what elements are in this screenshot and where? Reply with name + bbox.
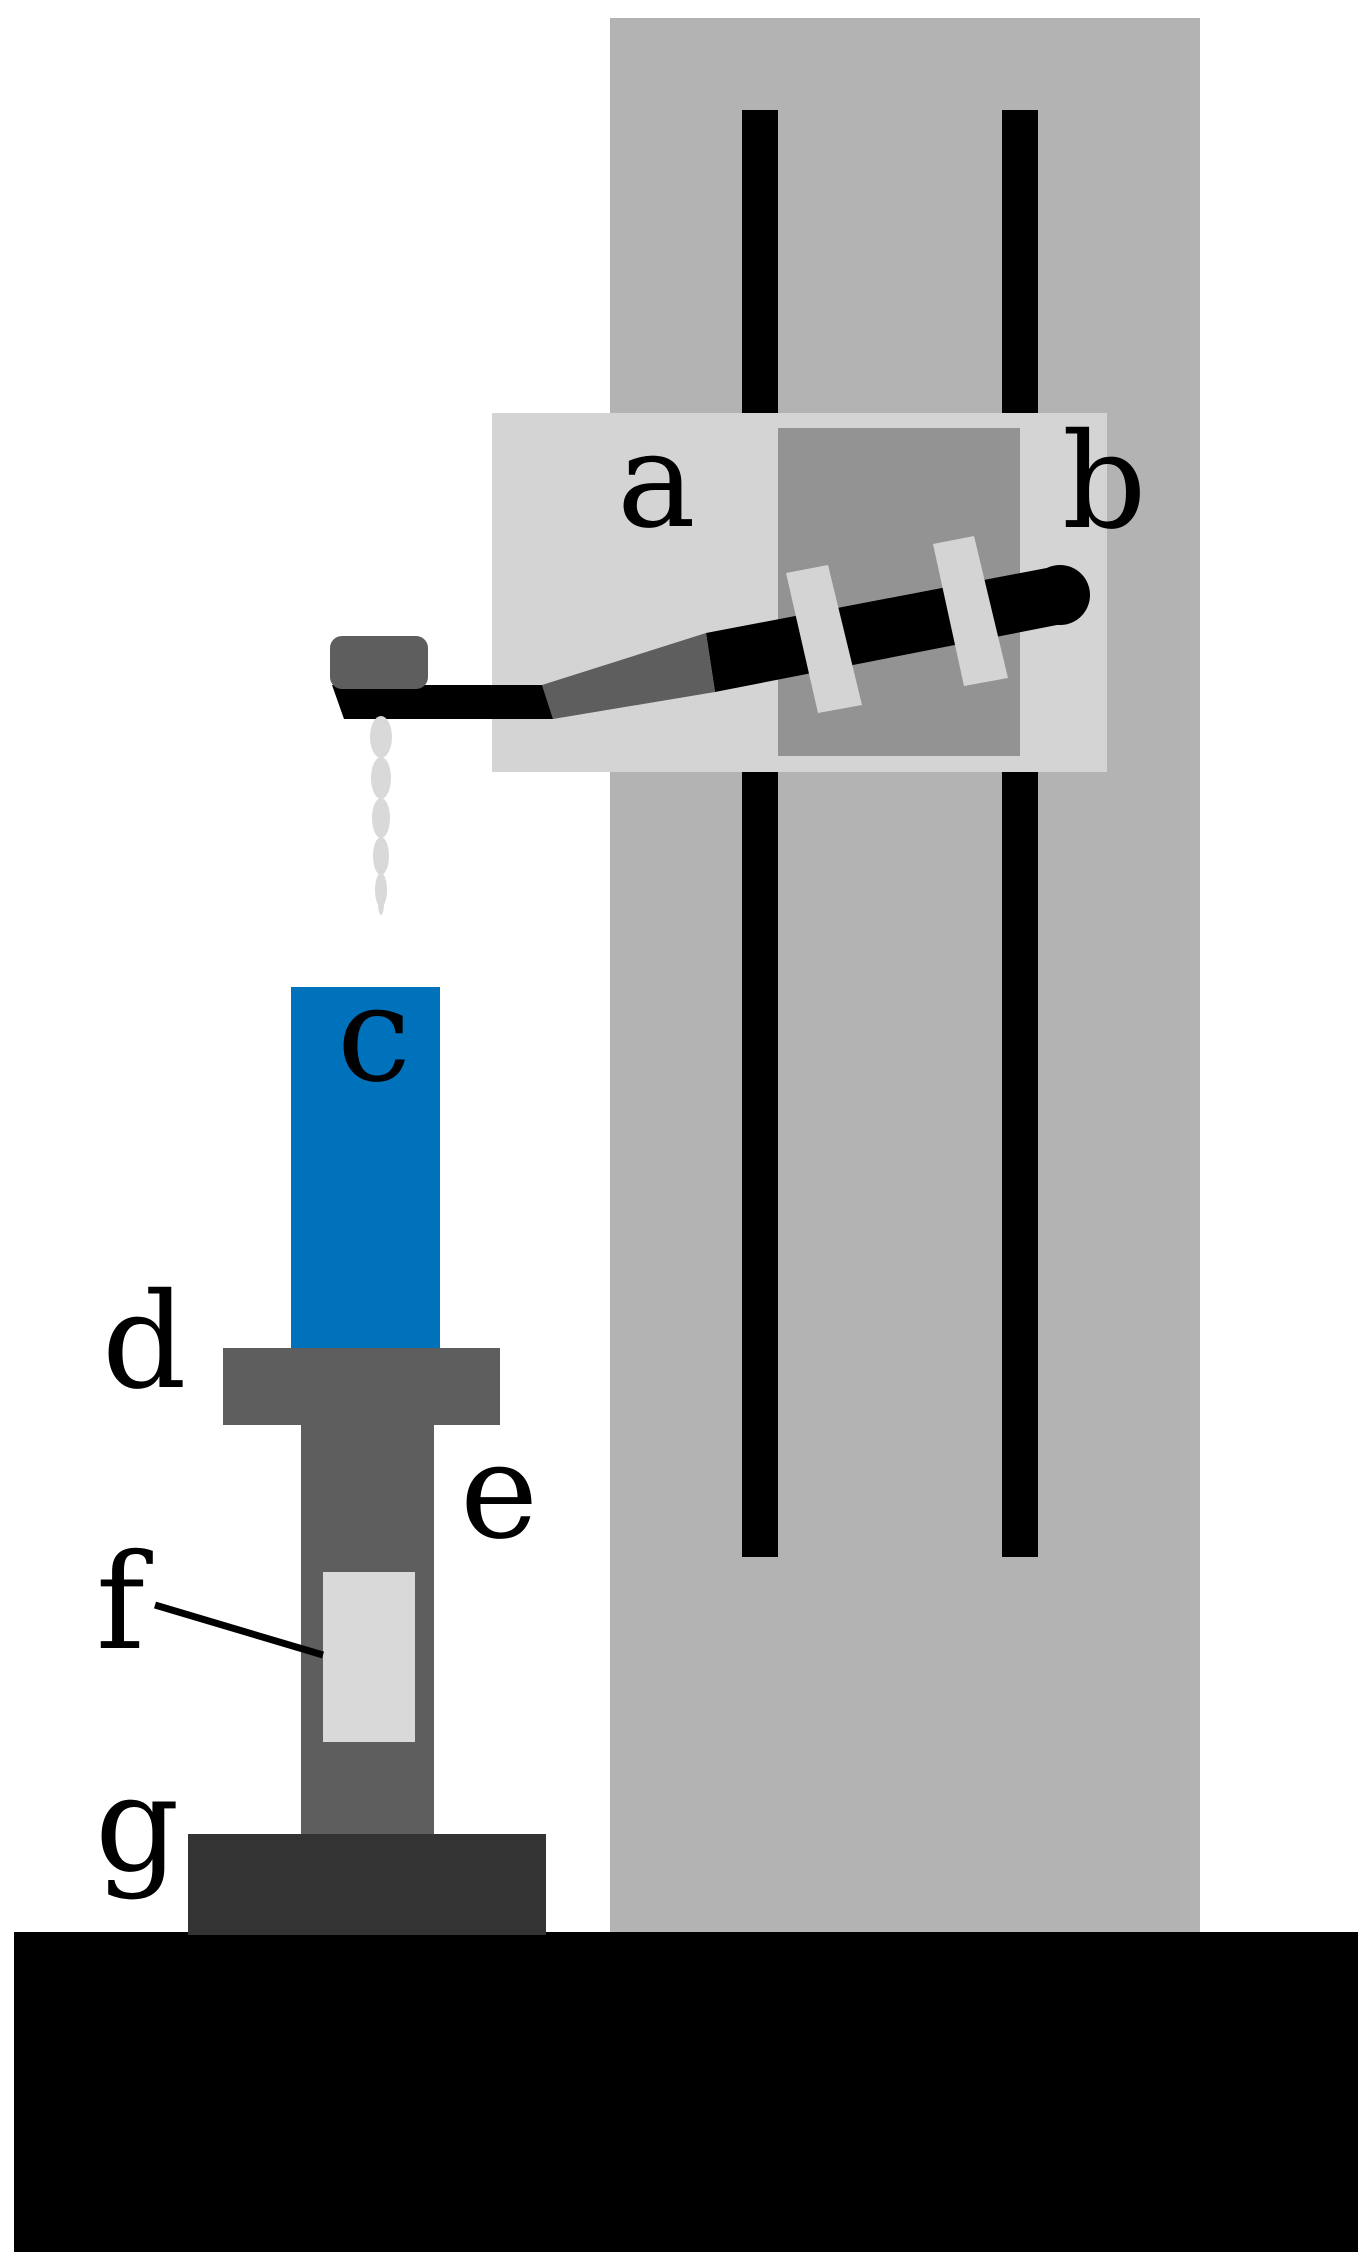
leader-line-f [154, 1601, 324, 1659]
handpiece-end-cap [1030, 565, 1090, 625]
specimen-block [291, 987, 440, 1350]
label-b: b [1062, 405, 1147, 559]
holder-top-plate [223, 1348, 500, 1425]
label-e: e [460, 1415, 538, 1569]
stand-base [188, 1834, 546, 1935]
spray-jet [370, 716, 392, 915]
guide-rail-left [742, 110, 778, 1557]
vertical-column [610, 18, 1200, 1932]
handpiece-neck [542, 633, 715, 719]
clamp-2 [933, 536, 1008, 686]
base-platform [14, 1932, 1358, 2252]
label-a: a [617, 404, 696, 558]
label-f: f [96, 1526, 153, 1680]
label-c: c [337, 958, 411, 1112]
clamp-1 [786, 565, 862, 713]
guide-rail-right [1002, 110, 1038, 1557]
handpiece-shank [332, 685, 553, 719]
sensor-window [323, 1572, 415, 1742]
label-d: d [102, 1265, 187, 1419]
handpiece-head [330, 636, 428, 689]
label-g: g [95, 1748, 180, 1902]
